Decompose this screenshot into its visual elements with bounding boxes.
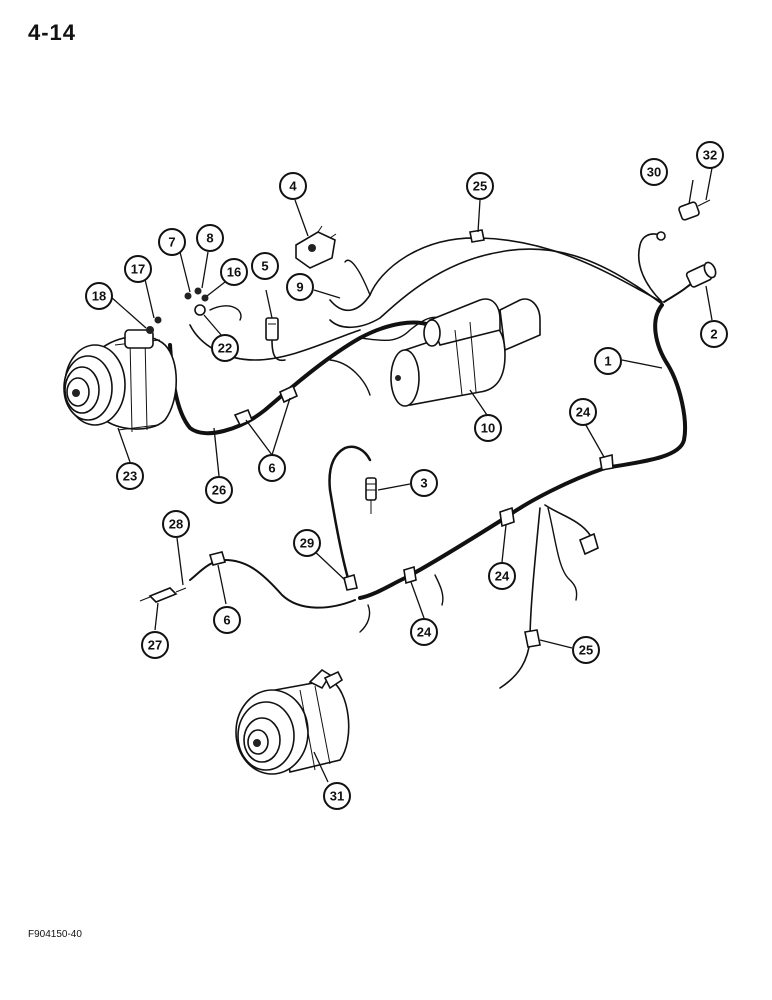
callout-17: 17 [124,255,152,283]
callout-10: 10 [474,414,502,442]
callout-22: 22 [211,334,239,362]
page-number: 4-14 [28,20,77,45]
svg-text:32: 32 [703,148,717,163]
svg-text:3: 3 [420,476,427,491]
svg-text:5: 5 [261,259,268,274]
svg-text:25: 25 [473,179,487,194]
callout-8: 8 [196,224,224,252]
callout-26: 26 [205,476,233,504]
callout-6-upper: 6 [258,454,286,482]
callout-9: 9 [286,273,314,301]
part-4-sensor [295,225,337,269]
part-5-connector [265,317,279,341]
part-3-sensor [365,477,377,514]
svg-text:31: 31 [330,789,344,804]
svg-text:28: 28 [169,517,183,532]
callout-32: 32 [696,141,724,169]
callout-24-lower: 24 [410,618,438,646]
svg-text:18: 18 [92,289,106,304]
svg-text:2: 2 [710,327,717,342]
callout-29: 29 [293,529,321,557]
callout-6-lower: 6 [213,606,241,634]
part-27-sensor [139,587,187,603]
callout-3: 3 [410,469,438,497]
svg-text:17: 17 [131,262,145,277]
svg-text:16: 16 [227,265,241,280]
callout-5: 5 [251,252,279,280]
callout-18: 18 [85,282,113,310]
callout-24-right: 24 [569,398,597,426]
ac-compressor [235,668,350,775]
svg-text:25: 25 [579,643,593,658]
part-2-connector [685,261,717,288]
figure-code: F904150-40 [28,929,82,940]
leader-lines [110,167,713,783]
callout-23: 23 [116,462,144,490]
callout-25-lower: 25 [572,636,600,664]
svg-text:30: 30 [647,165,661,180]
callout-27: 27 [141,631,169,659]
callout-1: 1 [594,347,622,375]
svg-text:24: 24 [495,569,510,584]
alternator [63,329,178,433]
svg-text:6: 6 [268,461,275,476]
svg-text:23: 23 [123,469,137,484]
callout-25-upper: 25 [466,172,494,200]
svg-text:27: 27 [148,638,162,653]
terminal-hardware [146,287,209,334]
svg-text:1: 1 [604,354,611,369]
svg-text:7: 7 [168,235,175,250]
svg-text:26: 26 [212,483,226,498]
svg-text:6: 6 [223,613,230,628]
svg-text:24: 24 [417,625,432,640]
harness-clips [208,229,614,648]
svg-text:4: 4 [289,179,297,194]
callout-24-middle: 24 [488,562,516,590]
svg-text:10: 10 [481,421,495,436]
svg-text:29: 29 [300,536,314,551]
starter-motor [390,298,541,407]
svg-text:22: 22 [218,341,232,356]
callout-28: 28 [162,510,190,538]
svg-text:24: 24 [576,405,591,420]
callout-2: 2 [700,320,728,348]
svg-text:9: 9 [296,280,303,295]
callout-16: 16 [220,258,248,286]
callout-31: 31 [323,782,351,810]
part-30-32 [656,199,711,241]
main-harness [168,233,696,689]
callout-30: 30 [640,158,668,186]
callout-7: 7 [158,228,186,256]
svg-text:8: 8 [206,231,213,246]
callout-4: 4 [279,172,307,200]
